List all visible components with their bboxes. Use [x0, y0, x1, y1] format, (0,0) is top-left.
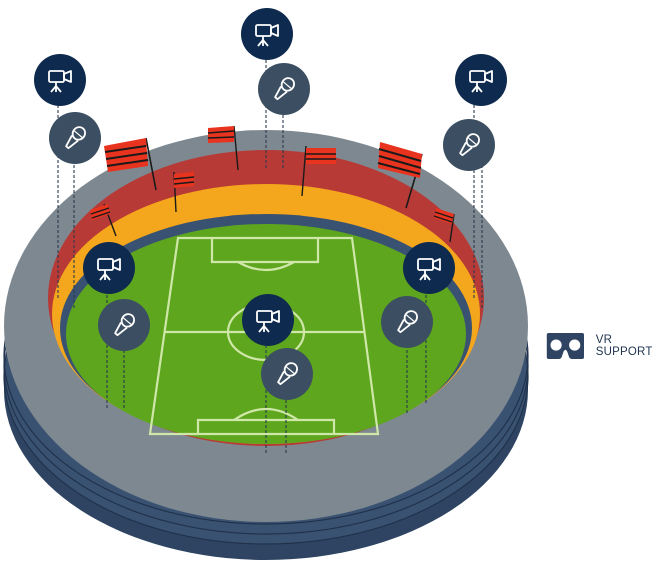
vr-support: VR SUPPORT	[544, 331, 667, 361]
flag	[377, 142, 423, 209]
flag	[104, 137, 157, 191]
camera-marker	[242, 294, 294, 346]
camera-marker	[83, 242, 135, 294]
vr-headset-icon	[546, 332, 584, 360]
microphone-marker	[98, 299, 150, 351]
microphone-marker	[49, 112, 101, 164]
microphone-marker	[261, 348, 313, 400]
flag	[433, 208, 455, 243]
marker-poles	[57, 55, 483, 455]
camera-marker	[241, 8, 293, 60]
vr-support-label: VR SUPPORT	[595, 334, 653, 358]
flag	[90, 203, 117, 237]
flag	[207, 125, 239, 171]
microphone-marker	[381, 296, 433, 348]
camera-marker	[34, 54, 86, 106]
microphone-marker	[258, 63, 310, 115]
camera-marker	[455, 54, 507, 106]
flags	[90, 125, 455, 243]
flag	[301, 145, 336, 197]
microphone-marker	[443, 119, 495, 171]
flag	[173, 171, 195, 213]
media-markers	[34, 8, 507, 400]
camera-marker	[403, 242, 455, 294]
